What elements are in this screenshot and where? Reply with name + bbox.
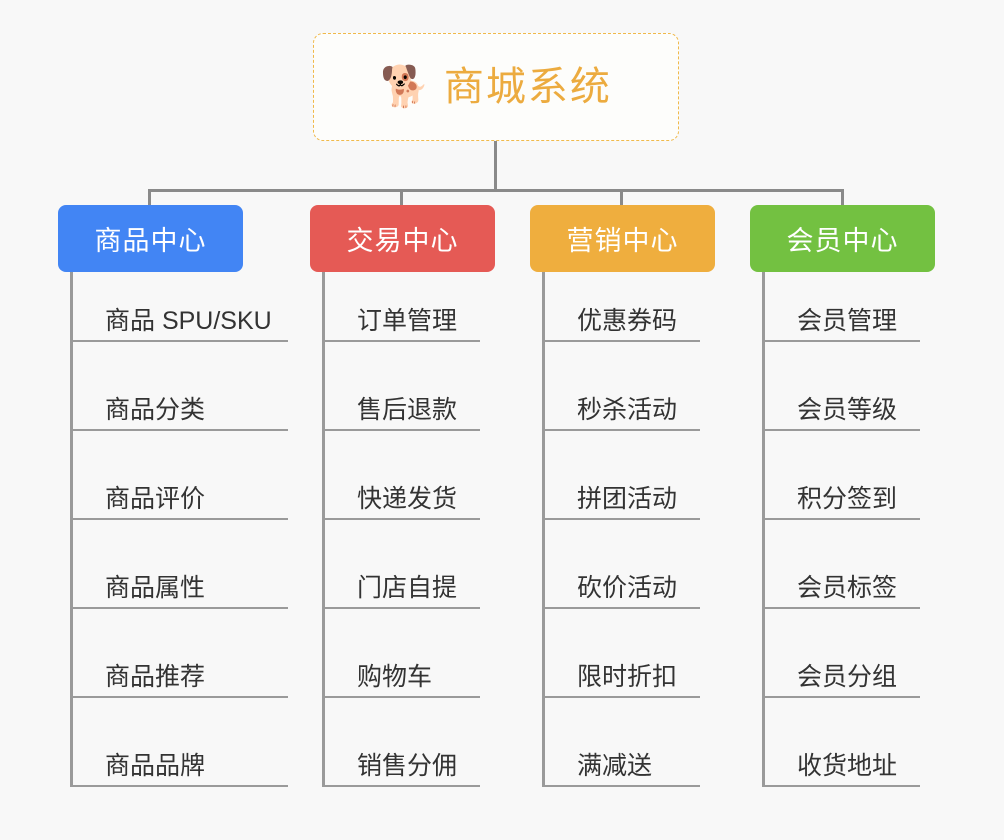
branch-header-product-center[interactable]: 商品中心 <box>58 205 243 272</box>
list-item[interactable]: 订单管理 <box>325 272 480 342</box>
list-item-label: 砍价活动 <box>577 574 678 603</box>
connector-horizontal-bus <box>148 189 844 192</box>
branch-header-trade-center[interactable]: 交易中心 <box>310 205 495 272</box>
list-item-label: 会员管理 <box>797 307 898 336</box>
list-item-label: 会员分组 <box>797 663 898 692</box>
list-item[interactable]: 拼团活动 <box>545 431 700 520</box>
list-item[interactable]: 商品推荐 <box>73 609 288 698</box>
list-item-label: 快递发货 <box>357 485 458 514</box>
connector-drop-4 <box>841 189 844 207</box>
list-item-label: 满减送 <box>577 752 653 781</box>
list-item[interactable]: 会员等级 <box>765 342 920 431</box>
root-node-title: 商城系统 <box>443 65 612 109</box>
list-item[interactable]: 积分签到 <box>765 431 920 520</box>
list-item[interactable]: 会员分组 <box>765 609 920 698</box>
list-item[interactable]: 商品品牌 <box>73 698 288 787</box>
branch-items-marketing-center: 优惠券码 秒杀活动 拼团活动 砍价活动 限时折扣 满减送 <box>542 272 700 787</box>
list-item[interactable]: 会员管理 <box>765 272 920 342</box>
connector-drop-3 <box>620 189 623 207</box>
list-item-label: 门店自提 <box>357 574 458 603</box>
list-item[interactable]: 秒杀活动 <box>545 342 700 431</box>
list-item[interactable]: 优惠券码 <box>545 272 700 342</box>
list-item-label: 商品品牌 <box>105 752 206 781</box>
list-item-label: 商品属性 <box>105 574 206 603</box>
list-item-label: 商品评价 <box>105 485 206 514</box>
list-item-label: 售后退款 <box>357 396 458 425</box>
list-item[interactable]: 商品评价 <box>73 431 288 520</box>
branch-header-member-center[interactable]: 会员中心 <box>750 205 935 272</box>
list-item-label: 拼团活动 <box>577 485 678 514</box>
list-item[interactable]: 售后退款 <box>325 342 480 431</box>
list-item-label: 商品 SPU/SKU <box>105 307 272 336</box>
list-item[interactable]: 砍价活动 <box>545 520 700 609</box>
list-item[interactable]: 商品属性 <box>73 520 288 609</box>
list-item[interactable]: 商品 SPU/SKU <box>73 272 288 342</box>
list-item[interactable]: 商品分类 <box>73 342 288 431</box>
branch-marketing-center: 营销中心 优惠券码 秒杀活动 拼团活动 砍价活动 限时折扣 满减送 <box>530 205 730 787</box>
list-item-label: 商品推荐 <box>105 663 206 692</box>
list-item-label: 积分签到 <box>797 485 898 514</box>
connector-root-stem <box>494 141 497 191</box>
list-item-label: 收货地址 <box>797 752 898 781</box>
connector-drop-2 <box>400 189 403 207</box>
list-item[interactable]: 限时折扣 <box>545 609 700 698</box>
list-item-label: 优惠券码 <box>577 307 678 336</box>
branch-items-trade-center: 订单管理 售后退款 快递发货 门店自提 购物车 销售分佣 <box>322 272 480 787</box>
branch-header-marketing-center[interactable]: 营销中心 <box>530 205 715 272</box>
list-item-label: 限时折扣 <box>577 663 678 692</box>
list-item[interactable]: 购物车 <box>325 609 480 698</box>
list-item[interactable]: 销售分佣 <box>325 698 480 787</box>
list-item[interactable]: 门店自提 <box>325 520 480 609</box>
branch-trade-center: 交易中心 订单管理 售后退款 快递发货 门店自提 购物车 销售分佣 <box>310 205 510 787</box>
branch-member-center: 会员中心 会员管理 会员等级 积分签到 会员标签 会员分组 收货地址 <box>750 205 950 787</box>
list-item-label: 订单管理 <box>357 307 458 336</box>
list-item-label: 销售分佣 <box>357 752 458 781</box>
branch-product-center: 商品中心 商品 SPU/SKU 商品分类 商品评价 商品属性 商品推荐 商品品牌 <box>58 205 298 787</box>
shiba-dog-face-icon: 🐕 <box>380 65 430 109</box>
list-item[interactable]: 会员标签 <box>765 520 920 609</box>
branch-items-member-center: 会员管理 会员等级 积分签到 会员标签 会员分组 收货地址 <box>762 272 920 787</box>
list-item[interactable]: 收货地址 <box>765 698 920 787</box>
list-item-label: 商品分类 <box>105 396 206 425</box>
list-item-label: 秒杀活动 <box>577 396 678 425</box>
list-item[interactable]: 快递发货 <box>325 431 480 520</box>
list-item[interactable]: 满减送 <box>545 698 700 787</box>
list-item-label: 购物车 <box>357 663 433 692</box>
root-node[interactable]: 🐕 商城系统 <box>313 33 679 141</box>
list-item-label: 会员标签 <box>797 574 898 603</box>
branch-items-product-center: 商品 SPU/SKU 商品分类 商品评价 商品属性 商品推荐 商品品牌 <box>70 272 288 787</box>
list-item-label: 会员等级 <box>797 396 898 425</box>
connector-drop-1 <box>148 189 151 207</box>
